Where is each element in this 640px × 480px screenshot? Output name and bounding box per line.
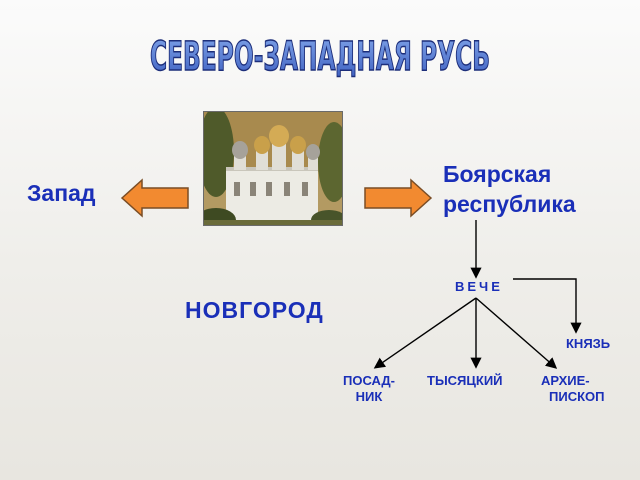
veche-to-knyaz-arrow xyxy=(513,278,582,334)
veche-to-posadnik-arrow xyxy=(373,297,477,369)
arkhiepiskop-line-2: ПИСКОП xyxy=(549,389,605,404)
west-label: Запад xyxy=(27,180,96,206)
posadnik-line-1: ПОСАД- xyxy=(343,373,395,388)
veche-to-arkhiepiskop-arrow xyxy=(475,297,558,369)
title-text: СЕВЕРО-ЗАПАДНАЯ РУСЬ xyxy=(150,34,490,80)
posadnik-node: ПОСАД- НИК xyxy=(336,373,402,405)
arrow-left-icon xyxy=(120,178,189,218)
slide-title: СЕВЕРО-ЗАПАДНАЯ РУСЬ xyxy=(149,33,491,81)
tysyatsky-node: ТЫСЯЦКИЙ xyxy=(427,373,503,388)
arrow-right-icon xyxy=(364,178,433,218)
knyaz-node: КНЯЗЬ xyxy=(566,336,611,351)
arkhiepiskop-node: АРХИЕ- ПИСКОП xyxy=(541,373,621,405)
veche-node: ВЕЧЕ xyxy=(455,279,503,294)
cathedral-photo xyxy=(203,111,343,226)
arkhiepiskop-line-1: АРХИЕ- xyxy=(541,373,590,388)
city-label: НОВГОРОД xyxy=(185,297,324,323)
posadnik-line-2: НИК xyxy=(355,389,383,404)
boyar-republic-label: Боярская республика xyxy=(443,161,576,217)
